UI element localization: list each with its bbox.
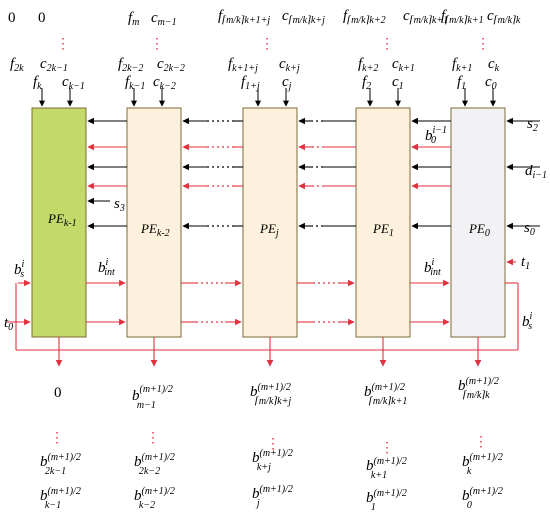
pe-label-j: PEj — [259, 221, 279, 239]
top-zero-1: 0 — [8, 10, 16, 26]
output-b-ceil-k-j: b(m+1)/2⌈m/k⌉k+j — [250, 382, 291, 407]
pe-box-j — [242, 107, 298, 338]
red-signal-rows-ltr — [6, 279, 519, 351]
label-f-k: fk — [33, 74, 42, 92]
output-arrows — [55, 337, 482, 367]
label-f-k-1-j: fk+1+j — [228, 56, 258, 74]
label-f-k-plus-1: fk+1 — [452, 56, 472, 74]
label-f-2k-2: f2k−2 — [118, 56, 143, 74]
label-t0: t0 — [4, 315, 13, 333]
label-c-ceil-mk-k-j: c⌈m/k⌉k+j — [282, 8, 325, 26]
label-c-ceil-mk-k-1: c⌈m/k⌉k+1 — [403, 8, 448, 26]
label-s2: s2 — [527, 116, 538, 134]
label-c-k-j: ck+j — [279, 56, 300, 74]
ellipsis-out-3: ⋮ — [380, 441, 394, 456]
pe-labels: PEk-1 PEk-2 PEj PE1 PE0 — [47, 211, 490, 239]
label-c-m-1: cm−1 — [151, 10, 177, 28]
label-f-k-2: fk+2 — [358, 56, 378, 74]
label-c-1: c1 — [392, 74, 404, 92]
top-zero-2: 0 — [38, 10, 46, 26]
label-c-2k-2: c2k−2 — [157, 56, 185, 74]
pe-box-k-2 — [126, 107, 182, 338]
top-input-arrows — [39, 88, 496, 107]
label-s0: s0 — [524, 220, 535, 238]
pe-boxes — [31, 107, 506, 338]
top-labels-row3: fk ck−1 fk−1 ck−2 f1+j cj f2 c1 f1 c0 — [33, 74, 497, 92]
label-c-2k-1: c2k−1 — [40, 56, 68, 74]
ellipsis-top-0: ⋮ — [56, 37, 70, 52]
red-signal-rows-rtl — [87, 143, 516, 266]
pe-label-1: PE1 — [372, 221, 394, 239]
label-f-k-1: fk−1 — [125, 74, 145, 92]
ellipsis-out-1: ⋮ — [146, 431, 160, 446]
ellipsis-top-4: ⋮ — [476, 37, 490, 52]
label-c-k-1-col0: ck−1 — [62, 74, 85, 92]
ellipsis-top-2: ⋮ — [260, 37, 274, 52]
label-f-2: f2 — [362, 74, 371, 92]
ellipsis-top-3: ⋮ — [380, 37, 394, 52]
pe-label-k-1: PEk-1 — [47, 211, 77, 229]
label-d-i-1: di−1 — [525, 163, 547, 181]
label-f-1-j: f1+j — [241, 74, 260, 92]
label-t1: t1 — [521, 254, 530, 272]
label-c-k-2: ck−2 — [153, 74, 176, 92]
label-s3: s3 — [114, 196, 125, 214]
label-c-ceil-mk-k: c⌈m/k⌉k — [487, 8, 521, 26]
label-c-j: cj — [282, 74, 292, 92]
top-labels-row1: 0 0 fm cm−1 f⌈m/k⌉k+1+j c⌈m/k⌉k+j f⌈m/k⌉… — [8, 8, 521, 28]
ellipsis-out-0: ⋮ — [50, 431, 64, 446]
label-f-1: f1 — [457, 74, 466, 92]
label-f-m: fm — [128, 10, 139, 28]
output-b-ceil-k-1: b(m+1)/2⌈m/k⌉k+1 — [364, 382, 407, 407]
label-f-2k: f2k — [10, 56, 24, 74]
label-c-0: c0 — [485, 74, 497, 92]
pe-box-1 — [355, 107, 411, 338]
output-zero: 0 — [54, 385, 62, 401]
label-c-k: ck — [488, 56, 500, 74]
ellipsis-out-2: ⋮ — [266, 437, 280, 452]
pe-label-0: PE0 — [468, 221, 490, 239]
label-f-ceil-mk-k-1-j: f⌈m/k⌉k+1+j — [218, 8, 270, 26]
top-labels-row2: f2k c2k−1 f2k−2 c2k−2 fk+1+j ck+j fk+2 c… — [10, 56, 500, 74]
pe-box-0 — [450, 107, 506, 338]
output-b-ceil-k: b(m+1)/2⌈m/k⌉k — [458, 376, 499, 401]
pe-label-k-2: PEk-2 — [140, 221, 170, 239]
top-ellipsis: ⋮ ⋮ ⋮ ⋮ ⋮ — [56, 37, 490, 52]
black-dots — [207, 120, 323, 227]
red-dots-rtl — [207, 146, 323, 187]
ellipsis-top-1: ⋮ — [150, 37, 164, 52]
ellipsis-out-4: ⋮ — [474, 435, 488, 450]
label-f-ceil-mk-k-plus1: f⌈m/k⌉k+1 — [441, 8, 484, 26]
pe-box-k-1 — [31, 107, 87, 338]
label-f-ceil-mk-k-2: f⌈m/k⌉k+2 — [343, 8, 386, 26]
label-c-k-1: ck+1 — [392, 56, 415, 74]
